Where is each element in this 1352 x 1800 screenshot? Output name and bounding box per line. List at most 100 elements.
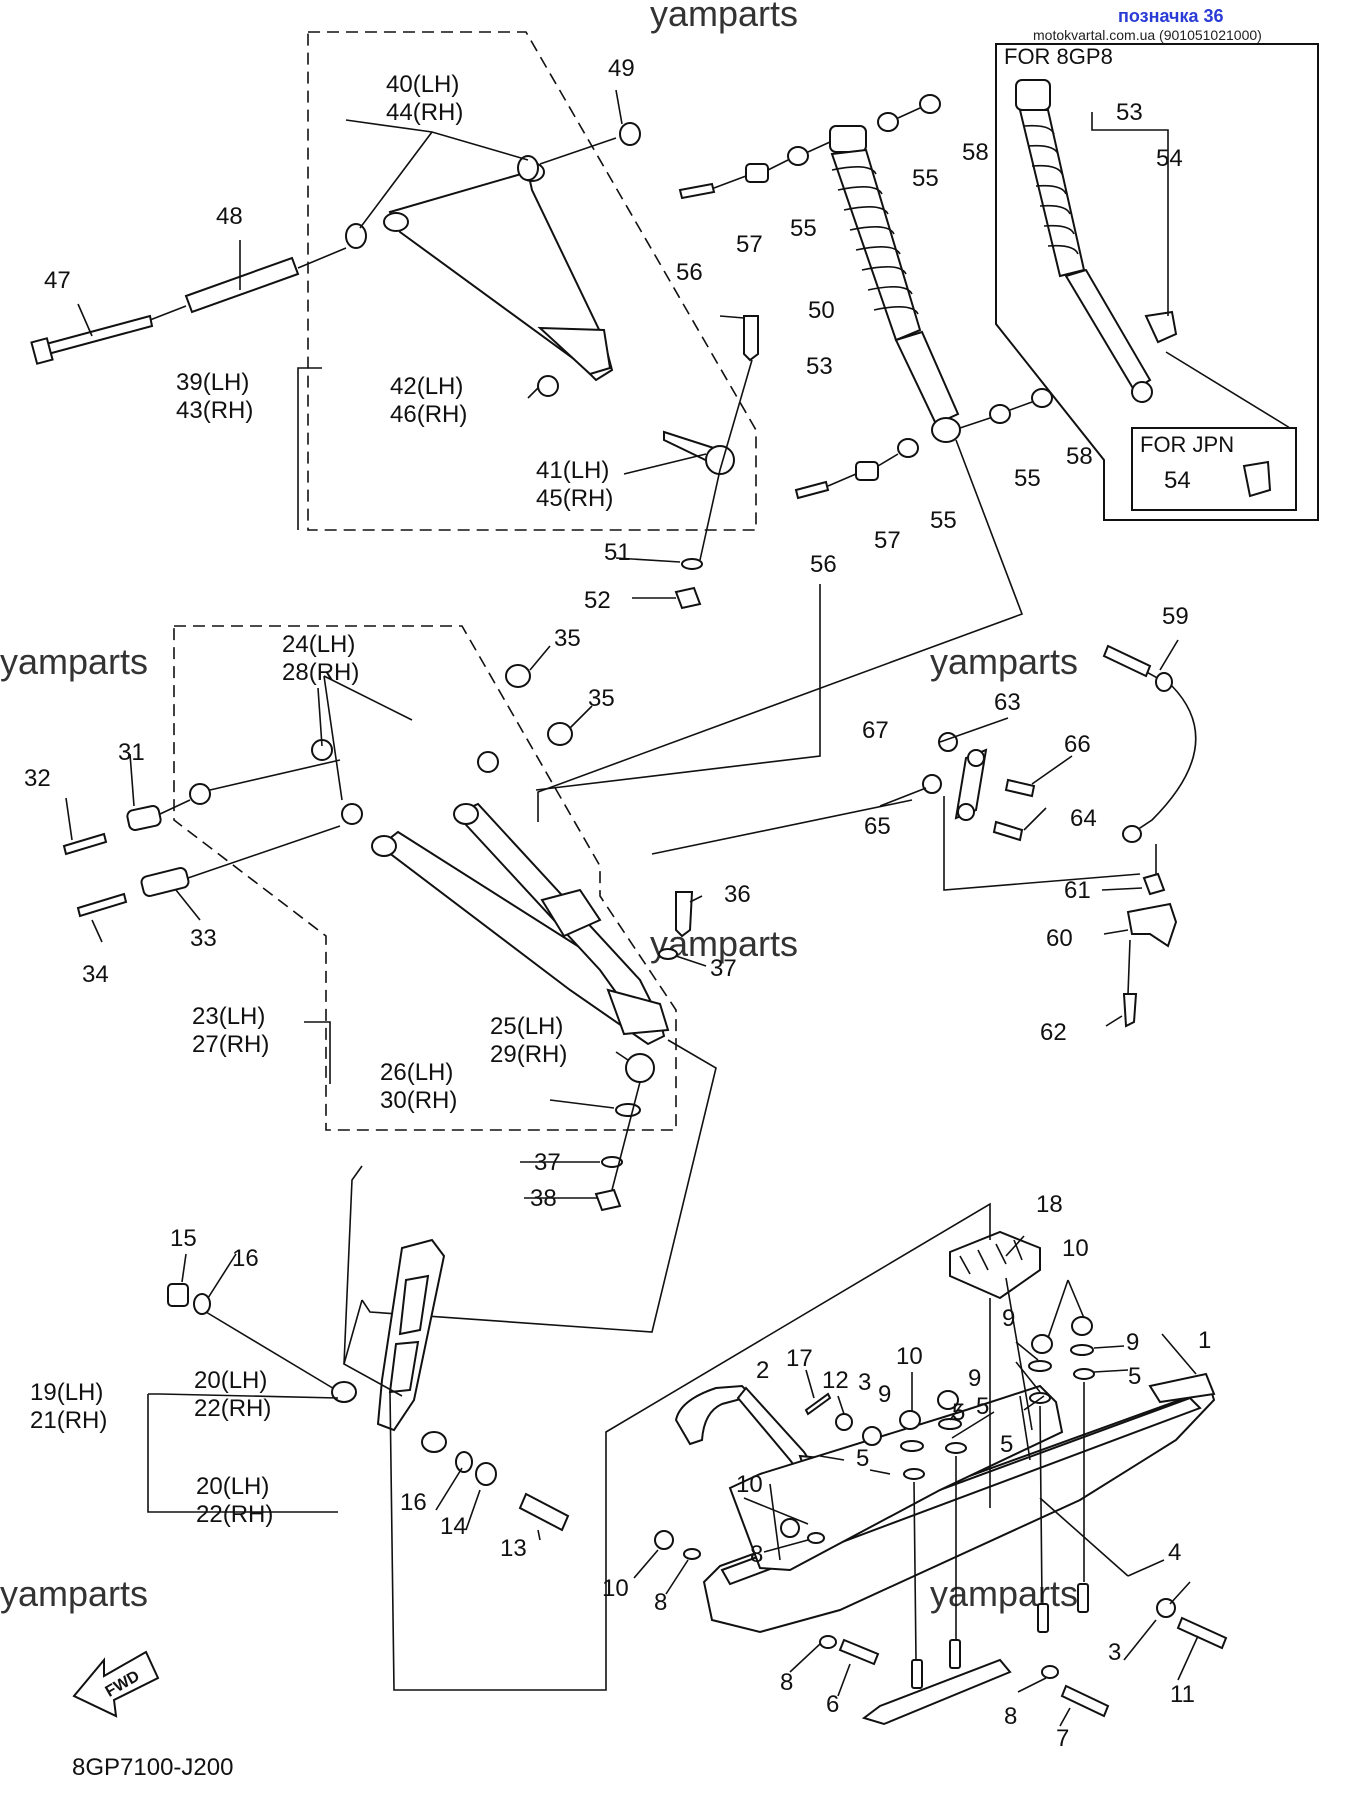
callout-50: 50: [808, 297, 835, 324]
washer-16b: [455, 1451, 473, 1473]
ski-saddle: [728, 1384, 1064, 1572]
nut-3a: [862, 1426, 882, 1446]
callout-17: 17: [786, 1345, 813, 1372]
shaft-13: [518, 1492, 570, 1532]
ball-joint-41: [663, 430, 735, 475]
callout-8: 8: [780, 1669, 793, 1696]
callout-12: 12: [822, 1367, 849, 1394]
spindle: [376, 1238, 446, 1432]
callout-24: 24(LH): [282, 631, 355, 658]
diagram-code: 8GP7100-J200: [72, 1754, 233, 1781]
callout-21: 21(RH): [30, 1407, 107, 1434]
callout-49: 49: [608, 55, 635, 82]
callout-65: 65: [864, 813, 891, 840]
bolt-50: [743, 315, 759, 362]
callout-37: 37: [710, 955, 737, 982]
callout-56: 56: [676, 259, 703, 286]
callout-36: 36: [724, 881, 751, 908]
callout-64: 64: [1070, 805, 1097, 832]
callout-14: 14: [440, 1513, 467, 1540]
nut-10e: [780, 1518, 800, 1538]
shock-absorber: [829, 125, 961, 443]
callout-7: 7: [1056, 1725, 1069, 1752]
callout-10: 10: [602, 1575, 629, 1602]
callout-46: 46(RH): [390, 401, 467, 428]
collar-20b: [421, 1431, 447, 1453]
bolt-34: [76, 892, 128, 918]
callout-5: 5: [856, 1445, 869, 1472]
collar-14: [475, 1462, 497, 1486]
callout-20: 20(LH): [194, 1367, 267, 1394]
callout-4: 4: [1168, 1539, 1181, 1566]
callout-8: 8: [750, 1541, 763, 1568]
nut-38: [594, 1188, 622, 1212]
box-jpn-title: FOR JPN: [1140, 432, 1234, 457]
callout-42: 42(LH): [390, 373, 463, 400]
callout-18: 18: [1036, 1191, 1063, 1218]
callout-57: 57: [874, 527, 901, 554]
callout-53: 53: [1116, 99, 1143, 126]
callout-62: 62: [1040, 1019, 1067, 1046]
nut-35b: [547, 722, 573, 746]
box-8gp8: FOR 8GP8: [995, 43, 1319, 521]
washer-5c: [945, 1442, 967, 1454]
collar-31: [126, 805, 162, 831]
steering-relay-arm: [954, 748, 988, 821]
washer-9a: [1070, 1344, 1094, 1356]
source-caption: motokvartal.com.ua (901051021000): [1033, 27, 1262, 43]
washer-8b: [683, 1548, 701, 1560]
callout-15: 15: [170, 1225, 197, 1252]
upper-a-arm: [383, 162, 614, 382]
callout-45: 45(RH): [536, 485, 613, 512]
callout-33: 33: [190, 925, 217, 952]
washer-8c: [819, 1635, 837, 1649]
washer-8a: [807, 1532, 825, 1544]
callout-32: 32: [24, 765, 51, 792]
callout-55: 55: [790, 215, 817, 242]
stud-a: [1077, 1583, 1089, 1613]
callout-20: 20(LH): [196, 1473, 269, 1500]
callout-56: 56: [810, 551, 837, 578]
callout-41: 41(LH): [536, 457, 609, 484]
jpn-bump-stop: [1242, 460, 1272, 498]
callout-10: 10: [896, 1343, 923, 1370]
callout-44: 44(RH): [386, 99, 463, 126]
callout-35: 35: [588, 685, 615, 712]
nut-10f: [654, 1530, 674, 1550]
callout-16: 16: [232, 1245, 259, 1272]
bolt-32: [62, 832, 108, 856]
stud-b: [1037, 1603, 1049, 1633]
callout-59: 59: [1162, 603, 1189, 630]
bolt-11: [1176, 1616, 1228, 1650]
watermark-top: yamparts: [650, 0, 798, 34]
callout-22: 22(RH): [194, 1395, 271, 1422]
callout-58: 58: [1066, 443, 1093, 470]
bolt-66: [1004, 778, 1036, 798]
callout-25: 25(LH): [490, 1013, 563, 1040]
bolt-7: [1060, 1684, 1110, 1718]
bushing-15: [167, 1283, 189, 1307]
callout-19: 19(LH): [30, 1379, 103, 1406]
nut-35a: [505, 664, 531, 688]
watermark-left: yamparts: [0, 641, 148, 682]
washer-8d: [1041, 1665, 1059, 1679]
callout-27: 27(RH): [192, 1031, 269, 1058]
nut-52: [674, 586, 702, 610]
callout-3: 3: [1108, 1639, 1121, 1666]
shock-mount-leader: [537, 439, 1024, 822]
page-ref: позначка 36: [1118, 6, 1224, 26]
callout-53: 53: [806, 353, 833, 380]
collar-20a: [331, 1381, 357, 1403]
callout-labels: 1 2 3 3 4 5 5 5 5 5 6 7 8 8 8 8 9 9 9 9 …: [24, 55, 1211, 1752]
callout-39: 39(LH): [176, 369, 249, 396]
callout-5: 5: [976, 1393, 989, 1420]
callout-48: 48: [216, 203, 243, 230]
callout-9: 9: [1002, 1305, 1015, 1332]
bolt-6: [838, 1638, 880, 1666]
callout-9: 9: [878, 1381, 891, 1408]
callout-47: 47: [44, 267, 71, 294]
callout-30: 30(RH): [380, 1087, 457, 1114]
shock-bottom-hardware: [794, 388, 1053, 500]
callout-58: 58: [962, 139, 989, 166]
bushing-28: [189, 783, 211, 805]
